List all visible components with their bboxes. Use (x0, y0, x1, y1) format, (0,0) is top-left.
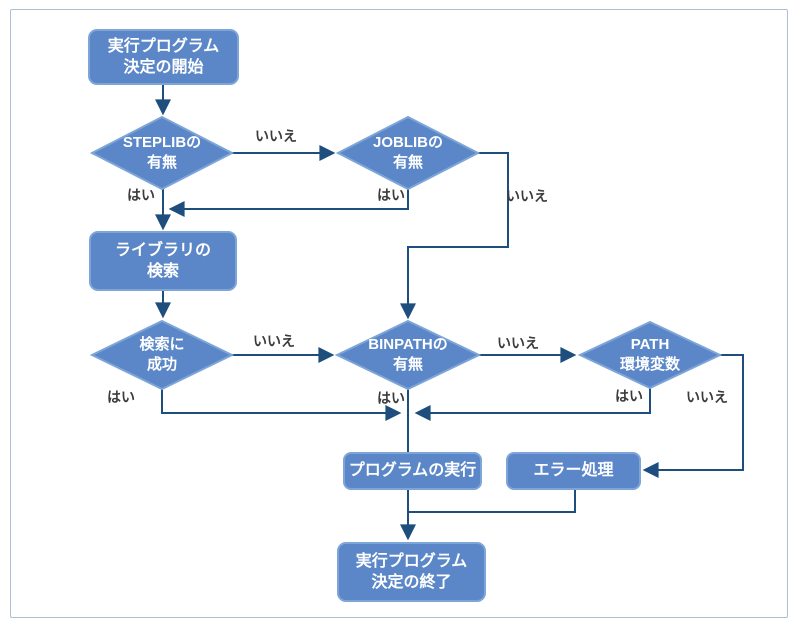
node-start-shape (88, 29, 239, 85)
edge-label-path-no: いいえ (686, 389, 728, 405)
node-joblib-shape (335, 115, 481, 191)
edge-search-yes-merge (161, 389, 402, 421)
edge-label-path-yes: はい (615, 388, 643, 404)
edge-label-binpath-no: いいえ (497, 335, 539, 351)
diagram-border (10, 9, 788, 618)
edge-label-search-yes: はい (107, 389, 135, 405)
flow-nodes (88, 29, 723, 602)
edge-path-no-to-error (642, 354, 744, 478)
edge-joblib-yes-merge (168, 189, 409, 217)
node-end-shape (337, 542, 486, 602)
edge-label-search-no: いいえ (253, 333, 295, 349)
edge-label-joblib-yes: はい (377, 187, 405, 203)
node-search-shape (89, 319, 235, 391)
node-library-shape (89, 231, 237, 291)
node-error-shape (506, 452, 641, 490)
node-exec-shape (343, 452, 482, 490)
node-steplib-shape (89, 115, 235, 191)
node-path-shape (577, 320, 723, 390)
edge-label-steplib-no: いいえ (255, 128, 297, 144)
edge-label-binpath-yes: はい (377, 390, 405, 406)
flow-connectors (155, 84, 744, 541)
edge-label-steplib-yes: はい (127, 187, 155, 203)
node-binpath-shape (334, 319, 482, 391)
edge-path-yes-merge (414, 388, 651, 421)
edge-error-merge (408, 489, 576, 513)
edge-joblib-no-to-binpath (400, 152, 509, 320)
edge-label-joblib-no: いいえ (506, 188, 548, 204)
